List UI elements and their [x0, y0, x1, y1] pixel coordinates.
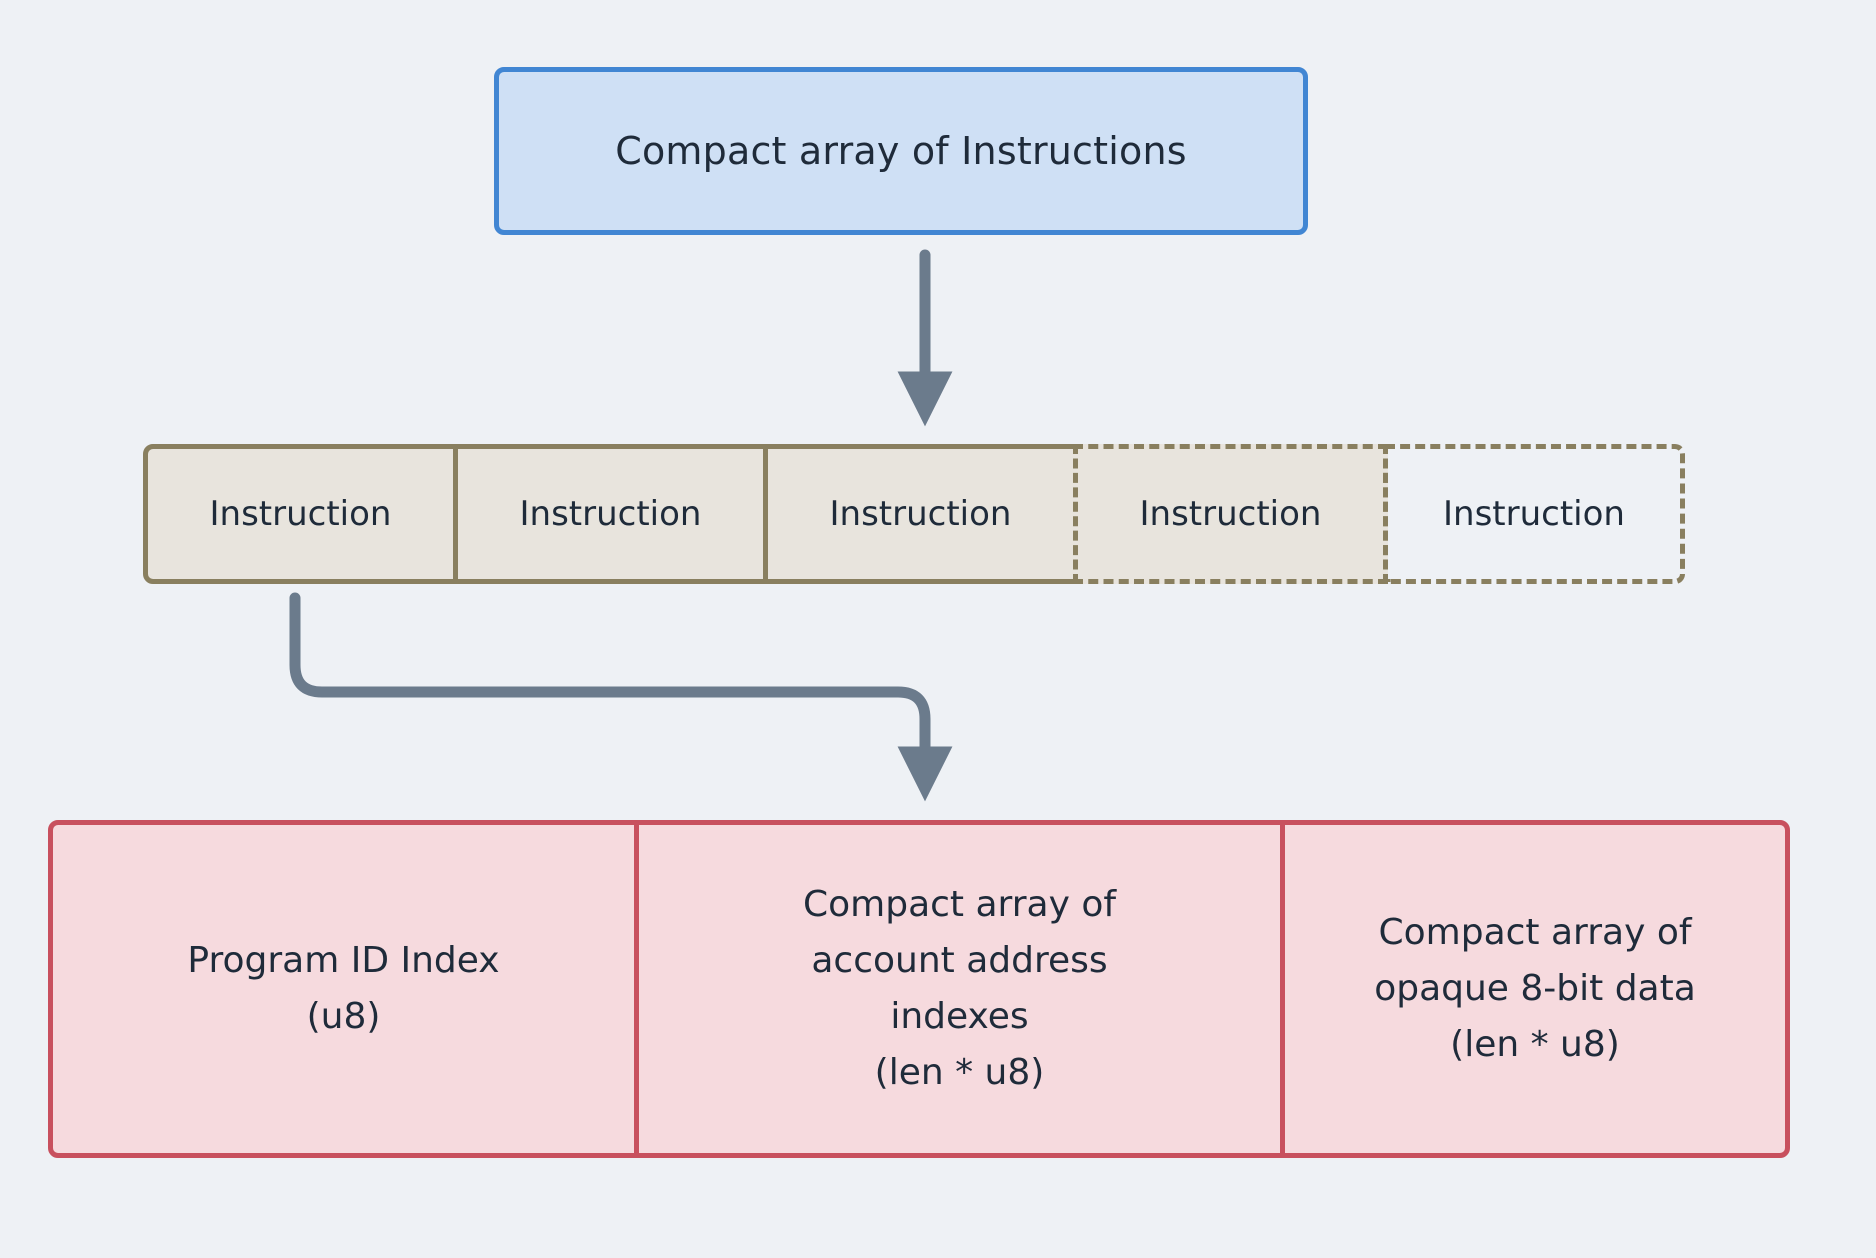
instruction-detail-row: Program ID Index (u8) Compact array of a… — [48, 820, 1790, 1158]
arrow-instruction-to-detail — [289, 592, 953, 802]
instruction-box-2-label: Instruction — [519, 494, 702, 534]
instruction-box-4[interactable]: Instruction — [1073, 444, 1388, 584]
detail-cell-account-address-indexes-label: Compact array of account address indexes… — [802, 884, 1117, 1093]
compact-array-of-instructions-label: Compact array of Instructions — [615, 129, 1187, 173]
instruction-box-5[interactable]: Instruction — [1383, 444, 1685, 584]
instruction-box-5-label: Instruction — [1443, 494, 1625, 534]
detail-cell-account-address-indexes[interactable]: Compact array of account address indexes… — [634, 820, 1285, 1158]
instruction-box-1-label: Instruction — [209, 494, 392, 534]
detail-cell-opaque-data[interactable]: Compact array of opaque 8-bit data (len … — [1280, 820, 1790, 1158]
detail-cell-program-id-index-label: Program ID Index (u8) — [187, 940, 500, 1037]
detail-cell-program-id-index[interactable]: Program ID Index (u8) — [48, 820, 639, 1158]
instruction-box-1[interactable]: Instruction — [143, 444, 458, 584]
instruction-box-3[interactable]: Instruction — [763, 444, 1078, 584]
instruction-box-2[interactable]: Instruction — [453, 444, 768, 584]
instruction-box-4-label: Instruction — [1139, 494, 1322, 534]
compact-array-of-instructions-box: Compact array of Instructions — [494, 67, 1308, 235]
instruction-box-3-label: Instruction — [829, 494, 1012, 534]
detail-cell-opaque-data-label: Compact array of opaque 8-bit data (len … — [1374, 912, 1696, 1065]
